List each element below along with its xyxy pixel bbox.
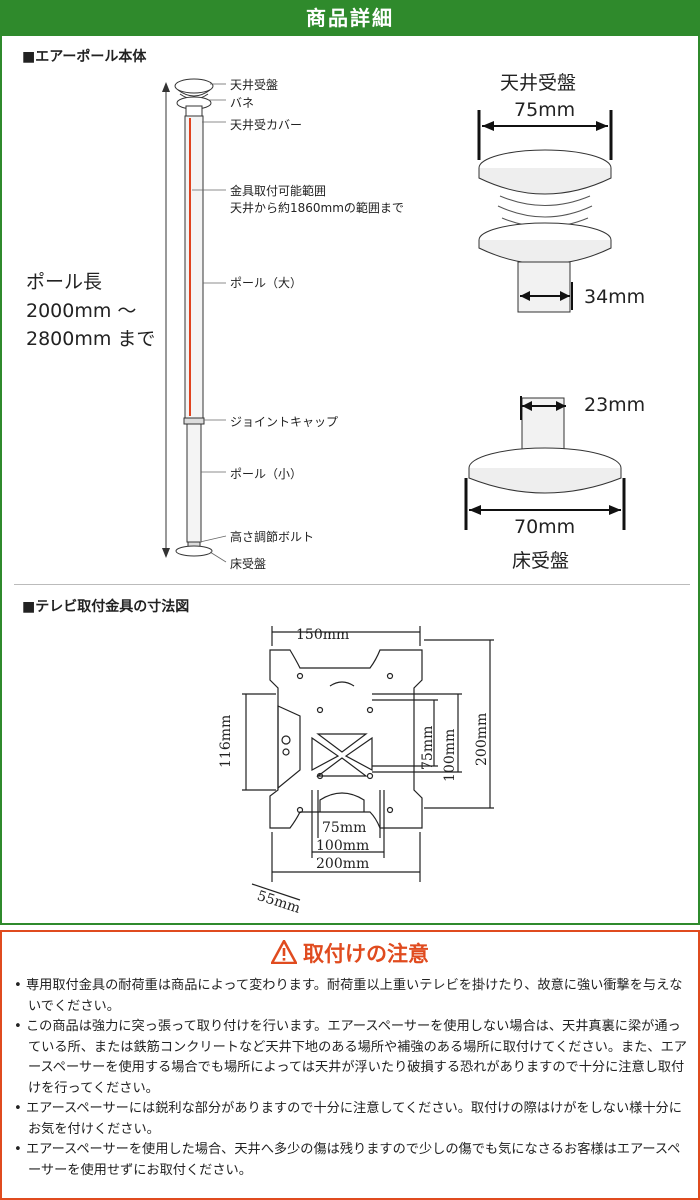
floor-pole-width: 23mm — [584, 394, 646, 416]
pole-section-heading: ■エアーポール本体 — [22, 49, 147, 65]
ceiling-width: 75mm — [514, 99, 576, 121]
dim-v100: 100mm — [442, 728, 458, 782]
ceiling-pole-width: 34mm — [584, 286, 646, 308]
section-divider — [14, 584, 690, 585]
label-range-2: 天井から約1860mmの範囲まで — [230, 201, 404, 215]
ceiling-detail-title: 天井受盤 — [500, 72, 577, 94]
floor-width: 70mm — [514, 516, 576, 538]
pole-length-3: 2800mm まで — [26, 328, 156, 350]
dim-116: 116mm — [218, 714, 234, 768]
label-pole-large: ポール（大） — [230, 276, 303, 290]
label-spring: バネ — [230, 96, 255, 110]
warning-list: 専用取付金具の耐荷重は商品によって変わります。耐荷重以上重いテレビを掛けたり、故… — [14, 976, 690, 1181]
warning-item: この商品は強力に突っ張って取り付けを行います。エアースペーサーを使用しない場合は… — [14, 1017, 690, 1099]
dim-h100: 100mm — [316, 838, 370, 854]
pole-diagram — [162, 78, 626, 563]
label-height-bolt: 高さ調節ボルト — [230, 530, 315, 544]
pole-length-2: 2000mm 〜 — [26, 300, 137, 322]
label-joint-cap: ジョイントキャップ — [230, 415, 339, 429]
warning-frame — [0, 930, 700, 1200]
warning-title: 取付けの注意 — [0, 938, 700, 968]
dim-150: 150mm — [296, 627, 350, 643]
warning-item: エアースペーサーを使用した場合、天井へ多少の傷は残りますので少しの傷でも気になさ… — [14, 1140, 690, 1181]
label-range-1: 金具取付可能範囲 — [230, 184, 327, 198]
dim-h75: 75mm — [322, 820, 367, 836]
label-ceiling-cover: 天井受カバー — [230, 118, 303, 132]
label-floor-plate: 床受盤 — [230, 557, 267, 571]
bracket-section-heading: ■テレビ取付金具の寸法図 — [22, 599, 190, 615]
pole-length-1: ポール長 — [26, 271, 103, 293]
warning-item: 専用取付金具の耐荷重は商品によって変わります。耐荷重以上重いテレビを掛けたり、故… — [14, 976, 690, 1017]
warning-item: エアースペーサーには鋭利な部分がありますので十分に注意してください。取付けの際は… — [14, 1099, 690, 1140]
label-pole-small: ポール（小） — [230, 467, 303, 481]
dim-h200: 200mm — [316, 856, 370, 872]
dim-v200: 200mm — [474, 712, 490, 766]
floor-detail-title: 床受盤 — [512, 550, 570, 572]
dim-v75: 75mm — [420, 725, 436, 770]
warning-icon — [271, 940, 297, 964]
bracket-diagram — [242, 626, 494, 901]
label-ceiling-plate: 天井受盤 — [230, 78, 279, 92]
page-title: 商品詳細 — [0, 0, 700, 36]
warning-title-text: 取付けの注意 — [303, 942, 429, 966]
